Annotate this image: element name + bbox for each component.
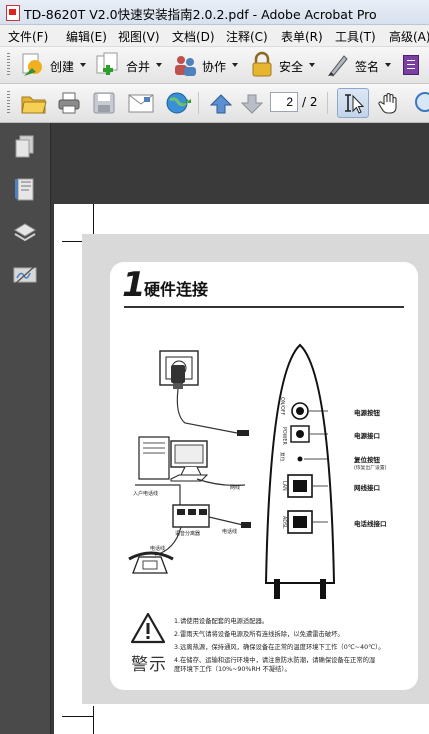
menu-forms[interactable]: 表单(R) — [281, 30, 323, 44]
chevron-down-icon — [385, 63, 391, 67]
page-number-input[interactable] — [270, 92, 298, 112]
section-number: 1 — [122, 265, 146, 305]
power-device-label: POWER — [281, 427, 286, 445]
note-3: 3.远离热源，保持通风，确保设备在正常的温度环境下工作（0℃~40℃）。 — [174, 644, 385, 651]
print-icon[interactable] — [57, 92, 81, 114]
pdf-file-icon — [6, 5, 20, 21]
chevron-down-icon — [80, 63, 86, 67]
toolbar-separator — [327, 92, 328, 114]
menu-edit[interactable]: 编辑(E) — [66, 30, 107, 44]
navigation-pane — [0, 123, 51, 734]
note-4: 4.在储存、运输和运行环境中，请注意防水防潮，请确保设备在正常的湿 — [174, 657, 376, 664]
email-icon[interactable] — [128, 93, 154, 115]
inlet-line-label: 入户电话线 — [133, 491, 159, 497]
pages-thumbnail-icon[interactable] — [14, 135, 36, 159]
save-icon[interactable] — [93, 92, 115, 114]
network-cable — [196, 478, 246, 486]
title-bar: TD-8620T V2.0快速安装指南2.0.2.pdf - Adobe Acr… — [0, 0, 429, 25]
create-label: 创建 — [50, 60, 75, 74]
navigation-toolbar — [0, 84, 429, 123]
menu-view[interactable]: 视图(V) — [118, 30, 160, 44]
adsl-device-label: ADSL — [281, 516, 286, 529]
sign-button[interactable]: 签名 — [326, 51, 394, 79]
phone-line-label: 电话线 — [222, 529, 238, 535]
menu-bar: 文件(F) 编辑(E) 视图(V) 文档(D) 注释(C) 表单(R) 工具(T… — [0, 25, 429, 47]
forms-icon[interactable] — [403, 55, 419, 75]
previous-page-icon[interactable] — [209, 93, 233, 115]
create-button[interactable]: 创建 — [20, 51, 88, 79]
section-divider — [124, 306, 404, 308]
splitter-icon — [172, 504, 210, 528]
combine-button[interactable]: 合并 — [95, 51, 163, 79]
menu-document[interactable]: 文档(D) — [172, 30, 215, 44]
phone-line-to-modem — [208, 516, 244, 526]
callout-reset-button: 复位按钮 — [354, 456, 380, 464]
lock-icon — [252, 51, 272, 77]
sign-label: 签名 — [355, 60, 380, 74]
menu-file[interactable]: 文件(F) — [8, 30, 49, 44]
menu-comments[interactable]: 注释(C) — [226, 30, 268, 44]
pen-icon — [328, 55, 348, 77]
page-total: / 2 — [302, 95, 318, 109]
open-folder-icon[interactable] — [21, 92, 47, 114]
telephone-icon — [128, 551, 174, 574]
warning-label: 警示 — [131, 655, 167, 675]
power-adapter-icon — [171, 365, 185, 389]
inlet-phone-line — [135, 484, 181, 505]
note-2: 2.雷雨天气请将设备电源及所有连线拆除，以免遭雷击破坏。 — [174, 631, 344, 638]
window-title: TD-8620T V2.0快速安装指南2.0.2.pdf - Adobe Acr… — [24, 7, 377, 22]
crop-mark — [62, 241, 94, 242]
secure-button[interactable]: 安全 — [250, 51, 318, 79]
secure-label: 安全 — [279, 60, 304, 74]
create-pdf-icon — [22, 53, 42, 76]
chevron-down-icon — [232, 63, 238, 67]
crop-mark — [62, 716, 94, 717]
cable-label: 网线 — [230, 485, 241, 491]
splitter-label: 语音分离器 — [175, 531, 201, 537]
chevron-down-icon — [309, 63, 315, 67]
next-page-icon[interactable] — [240, 93, 264, 115]
note-5: 度环境下工作（10%~90%RH 不凝结）。 — [174, 666, 291, 673]
lan-device-label: LAN — [281, 481, 286, 491]
bookmarks-icon[interactable] — [14, 178, 36, 202]
collaborate-icon — [175, 56, 196, 76]
collaborate-label: 协作 — [202, 60, 227, 74]
callout-power-button: 电源按钮 — [354, 409, 380, 417]
modem-device — [264, 343, 336, 599]
menu-tools[interactable]: 工具(T) — [335, 30, 376, 44]
combine-label: 合并 — [126, 60, 151, 74]
reset-device-label: 复位 — [279, 452, 284, 462]
chevron-down-icon — [156, 63, 162, 67]
hand-tool-icon[interactable] — [378, 91, 402, 115]
onoff-label: ON/OFF — [279, 397, 284, 416]
toolbar-grip[interactable] — [7, 53, 10, 77]
connection-diagram — [128, 350, 251, 574]
toolbar-separator — [198, 92, 199, 114]
section-title: 硬件连接 — [144, 280, 209, 299]
crop-mark — [93, 204, 94, 242]
signatures-icon[interactable] — [13, 264, 37, 286]
note-1: 1.请使用设备配套的电源适配器。 — [174, 618, 269, 625]
select-tool-button[interactable] — [337, 88, 369, 118]
callout-lan-port: 网线接口 — [354, 484, 380, 492]
zoom-icon[interactable] — [414, 91, 429, 115]
toolbar-grip[interactable] — [7, 91, 10, 115]
callout-reset-sub: (恢复出厂设置) — [354, 466, 387, 471]
callout-line-port: 电话线接口 — [354, 520, 387, 528]
layers-icon[interactable] — [13, 222, 37, 244]
crop-mark — [93, 706, 94, 734]
collaborate-button[interactable]: 协作 — [172, 51, 240, 79]
power-plug — [237, 430, 249, 436]
menu-advanced[interactable]: 高级(A) — [389, 30, 429, 44]
text-cursor-icon — [345, 94, 365, 114]
globe-upload-icon[interactable] — [166, 91, 191, 115]
tasks-toolbar: 创建 合并 协作 安全 — [0, 47, 429, 84]
warning-icon — [130, 612, 166, 644]
combine-files-icon — [96, 52, 118, 75]
reset-hole-icon — [297, 456, 303, 462]
computer-icon — [138, 436, 209, 482]
power-cable — [176, 388, 238, 434]
phone-label: 电话线 — [150, 546, 166, 552]
callout-power-port: 电源接口 — [354, 432, 380, 440]
